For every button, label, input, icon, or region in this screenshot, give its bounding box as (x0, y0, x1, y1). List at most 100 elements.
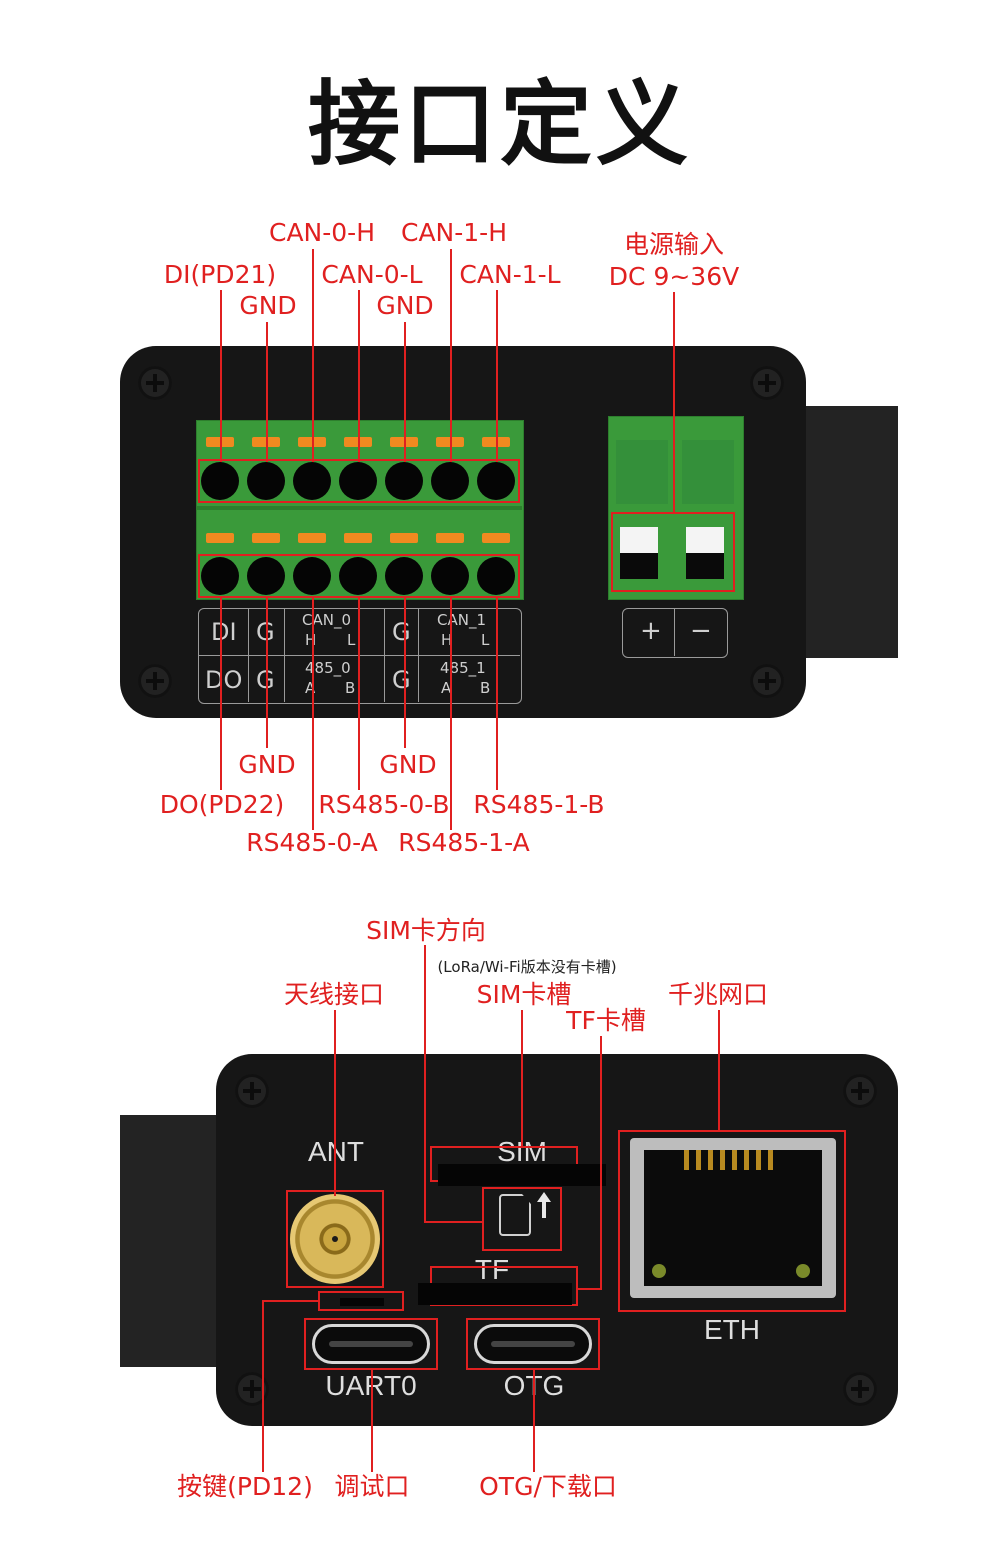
terminal-hole-do[interactable] (201, 557, 239, 595)
terminal-hole-can1-l[interactable] (477, 462, 515, 500)
silk-l: L (481, 631, 490, 649)
silk-g: G (392, 666, 411, 694)
silkscreen-divider (284, 608, 285, 702)
highlight-box (198, 459, 520, 503)
silk-plus: + (640, 616, 662, 646)
callout-line (496, 290, 498, 462)
uart0-usb-c-port[interactable] (312, 1324, 430, 1364)
ethernet-port-cavity (644, 1150, 822, 1286)
terminal-lever[interactable] (482, 533, 510, 543)
device-side-housing (120, 1115, 222, 1367)
power-terminal-hole[interactable] (620, 553, 658, 579)
label-gnd: GND (238, 750, 296, 779)
terminal-lever[interactable] (298, 533, 326, 543)
label-debug: 调试口 (334, 1472, 410, 1501)
callout-line (576, 1288, 602, 1290)
label-sim-note: (LoRa/Wi-Fi版本没有卡槽) (437, 958, 617, 976)
callout-line (450, 596, 452, 830)
callout-line (358, 290, 360, 462)
terminal-hole-rs485-0-b[interactable] (339, 557, 377, 595)
label-tf-slot: TF卡槽 (566, 1006, 646, 1035)
power-terminal-clamp[interactable] (620, 527, 658, 553)
led-icon (796, 1264, 810, 1278)
label-power-voltage: DC 9~36V (608, 262, 740, 291)
tf-card-slot[interactable] (418, 1283, 572, 1305)
silk-g: G (256, 668, 275, 692)
callout-line (424, 945, 426, 1223)
label-rs485-0-a: RS485-0-A (246, 828, 378, 857)
device-side-housing (800, 406, 898, 658)
callout-line (262, 1300, 264, 1472)
callout-line (450, 249, 452, 462)
silkscreen-divider (418, 608, 419, 702)
silk-b: B (480, 679, 491, 697)
power-polarity-box (622, 608, 728, 658)
highlight-box (482, 1187, 562, 1251)
label-rs485-0-b: RS485-0-B (318, 790, 450, 819)
silk-can1: CAN_1 (437, 611, 486, 629)
terminal-hole-gnd[interactable] (385, 462, 423, 500)
silkscreen-divider (674, 608, 675, 656)
power-terminal-clamp[interactable] (686, 527, 724, 553)
callout-line (424, 1221, 484, 1223)
screw-icon (235, 1074, 269, 1108)
label-otg: OTG/下载口 (479, 1472, 617, 1501)
terminal-hole-gnd[interactable] (385, 557, 423, 595)
label-di: DI(PD21) (163, 260, 277, 289)
ethernet-contacts (684, 1150, 780, 1170)
label-can0-l: CAN-0-L (321, 260, 423, 289)
terminal-hole-gnd[interactable] (247, 462, 285, 500)
label-ethernet: 千兆网口 (667, 980, 769, 1009)
otg-usb-c-port[interactable] (474, 1324, 592, 1364)
label-can1-h: CAN-1-H (400, 218, 508, 247)
terminal-hole-rs485-1-b[interactable] (477, 557, 515, 595)
sim-card-slot[interactable] (438, 1164, 606, 1186)
power-terminal-slot (682, 440, 734, 504)
callout-line (371, 1368, 373, 1472)
terminal-lever[interactable] (206, 533, 234, 543)
terminal-lever[interactable] (344, 533, 372, 543)
silk-can0: CAN_0 (302, 611, 351, 629)
silk-485-0: 485_0 (305, 659, 351, 677)
callout-line (404, 322, 406, 462)
label-rs485-1-a: RS485-1-A (398, 828, 530, 857)
terminal-hole-rs485-1-a[interactable] (431, 557, 469, 595)
antenna-pin (332, 1236, 338, 1242)
power-terminal-slot (616, 440, 668, 504)
callout-line (334, 1010, 336, 1196)
highlight-box (618, 1130, 846, 1312)
terminal-hole-can0-l[interactable] (339, 462, 377, 500)
label-sim-slot: SIM卡槽 (476, 980, 572, 1009)
screw-icon (843, 1372, 877, 1406)
silk-b: B (345, 679, 356, 697)
power-terminal-hole[interactable] (686, 553, 724, 579)
callout-line (262, 1300, 320, 1302)
silk-g: G (392, 618, 411, 646)
terminal-hole-gnd[interactable] (247, 557, 285, 595)
silk-h: H (441, 631, 453, 649)
terminal-hole-rs485-0-a[interactable] (293, 557, 331, 595)
label-do: DO(PD22) (159, 790, 285, 819)
silk-di: DI (211, 618, 237, 646)
callout-line (533, 1368, 535, 1472)
silk-485-1: 485_1 (440, 659, 486, 677)
callout-line (404, 596, 406, 748)
silk-do: DO (205, 666, 243, 694)
screw-icon (750, 664, 784, 698)
callout-line (673, 292, 675, 514)
label-antenna: 天线接口 (283, 980, 385, 1009)
terminal-lever[interactable] (390, 533, 418, 543)
label-gnd: GND (379, 750, 437, 779)
terminal-lever[interactable] (436, 533, 464, 543)
label-can1-l: CAN-1-L (459, 260, 561, 289)
reset-button[interactable] (340, 1298, 384, 1306)
terminal-hole-di[interactable] (201, 462, 239, 500)
silk-a: A (305, 679, 316, 697)
terminal-lever[interactable] (252, 533, 280, 543)
silk-l: L (347, 631, 356, 649)
callout-line (266, 322, 268, 462)
terminal-hole-can0-h[interactable] (293, 462, 331, 500)
silkscreen-label-grid (198, 608, 522, 704)
silk-minus: − (690, 616, 712, 646)
terminal-hole-can1-h[interactable] (431, 462, 469, 500)
